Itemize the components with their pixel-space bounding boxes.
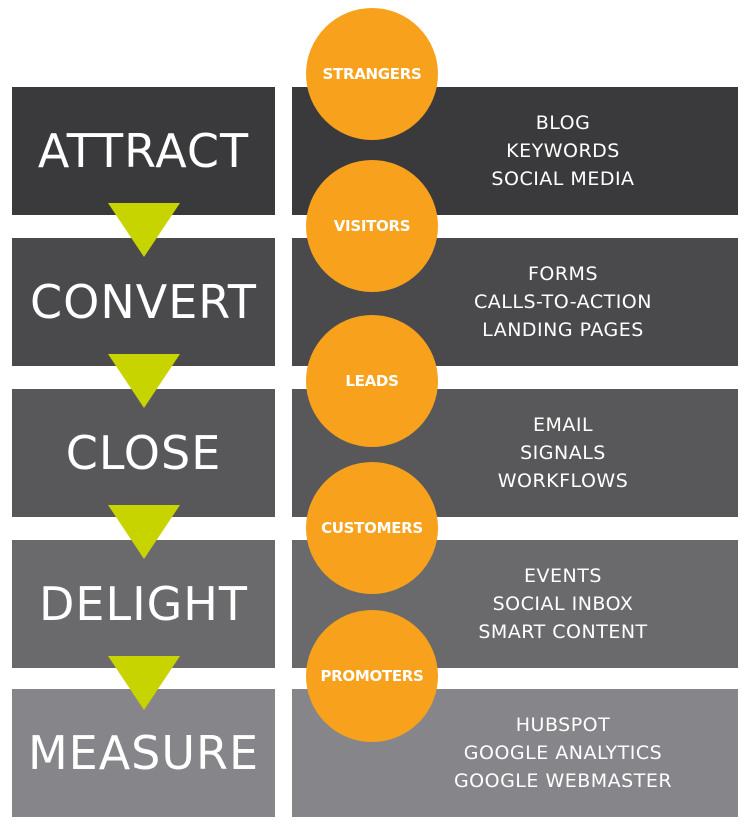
stage-measure-label: MEASURE	[27, 726, 260, 780]
stage-delight-box: DELIGHT	[12, 540, 275, 668]
tool-item: SMART CONTENT	[478, 621, 648, 643]
tool-item: KEYWORDS	[506, 140, 620, 162]
audience-strangers-circle: STRANGERS	[306, 8, 438, 140]
tool-item: GOOGLE WEBMASTER	[453, 770, 673, 792]
down-arrow-icon	[108, 203, 180, 257]
audience-customers-circle: CUSTOMERS	[306, 462, 438, 594]
down-arrow-icon	[108, 505, 180, 559]
stage-measure-box: MEASURE	[12, 689, 275, 817]
tool-item: EVENTS	[524, 565, 602, 587]
tools-measure-list: HUBSPOT GOOGLE ANALYTICS GOOGLE WEBMASTE…	[398, 711, 728, 795]
stage-close-label: CLOSE	[65, 426, 222, 480]
tool-item: FORMS	[527, 263, 599, 285]
audience-leads-label: LEADS	[345, 372, 399, 390]
stage-attract-box: ATTRACT	[12, 87, 275, 215]
stage-delight-label: DELIGHT	[38, 577, 248, 631]
stage-attract-label: ATTRACT	[37, 124, 250, 178]
tool-item: WORKFLOWS	[497, 470, 629, 492]
tool-item: SOCIAL INBOX	[492, 593, 634, 615]
audience-strangers-label: STRANGERS	[322, 65, 422, 83]
tool-item: GOOGLE ANALYTICS	[463, 742, 663, 764]
stage-close-box: CLOSE	[12, 389, 275, 517]
audience-visitors-circle: VISITORS	[306, 160, 438, 292]
audience-leads-circle: LEADS	[306, 315, 438, 447]
down-arrow-icon	[108, 354, 180, 408]
audience-promoters-circle: PROMOTERS	[306, 610, 438, 742]
audience-visitors-label: VISITORS	[333, 217, 411, 235]
tool-item: LANDING PAGES	[482, 319, 644, 341]
tools-close-list: EMAIL SIGNALS WORKFLOWS	[398, 411, 728, 495]
audience-customers-label: CUSTOMERS	[321, 519, 423, 537]
tool-item: EMAIL	[532, 414, 594, 436]
tools-convert-list: FORMS CALLS-TO-ACTION LANDING PAGES	[398, 260, 728, 344]
tool-item: SOCIAL MEDIA	[491, 168, 635, 190]
tool-item: BLOG	[535, 112, 591, 134]
down-arrow-icon	[108, 656, 180, 710]
audience-promoters-label: PROMOTERS	[320, 667, 424, 685]
stage-convert-box: CONVERT	[12, 238, 275, 366]
tools-delight-list: EVENTS SOCIAL INBOX SMART CONTENT	[398, 562, 728, 646]
tool-item: SIGNALS	[520, 442, 606, 464]
tool-item: CALLS-TO-ACTION	[474, 291, 652, 313]
stage-convert-label: CONVERT	[30, 275, 257, 329]
tool-item: HUBSPOT	[515, 714, 611, 736]
tools-attract-list: BLOG KEYWORDS SOCIAL MEDIA	[398, 109, 728, 193]
